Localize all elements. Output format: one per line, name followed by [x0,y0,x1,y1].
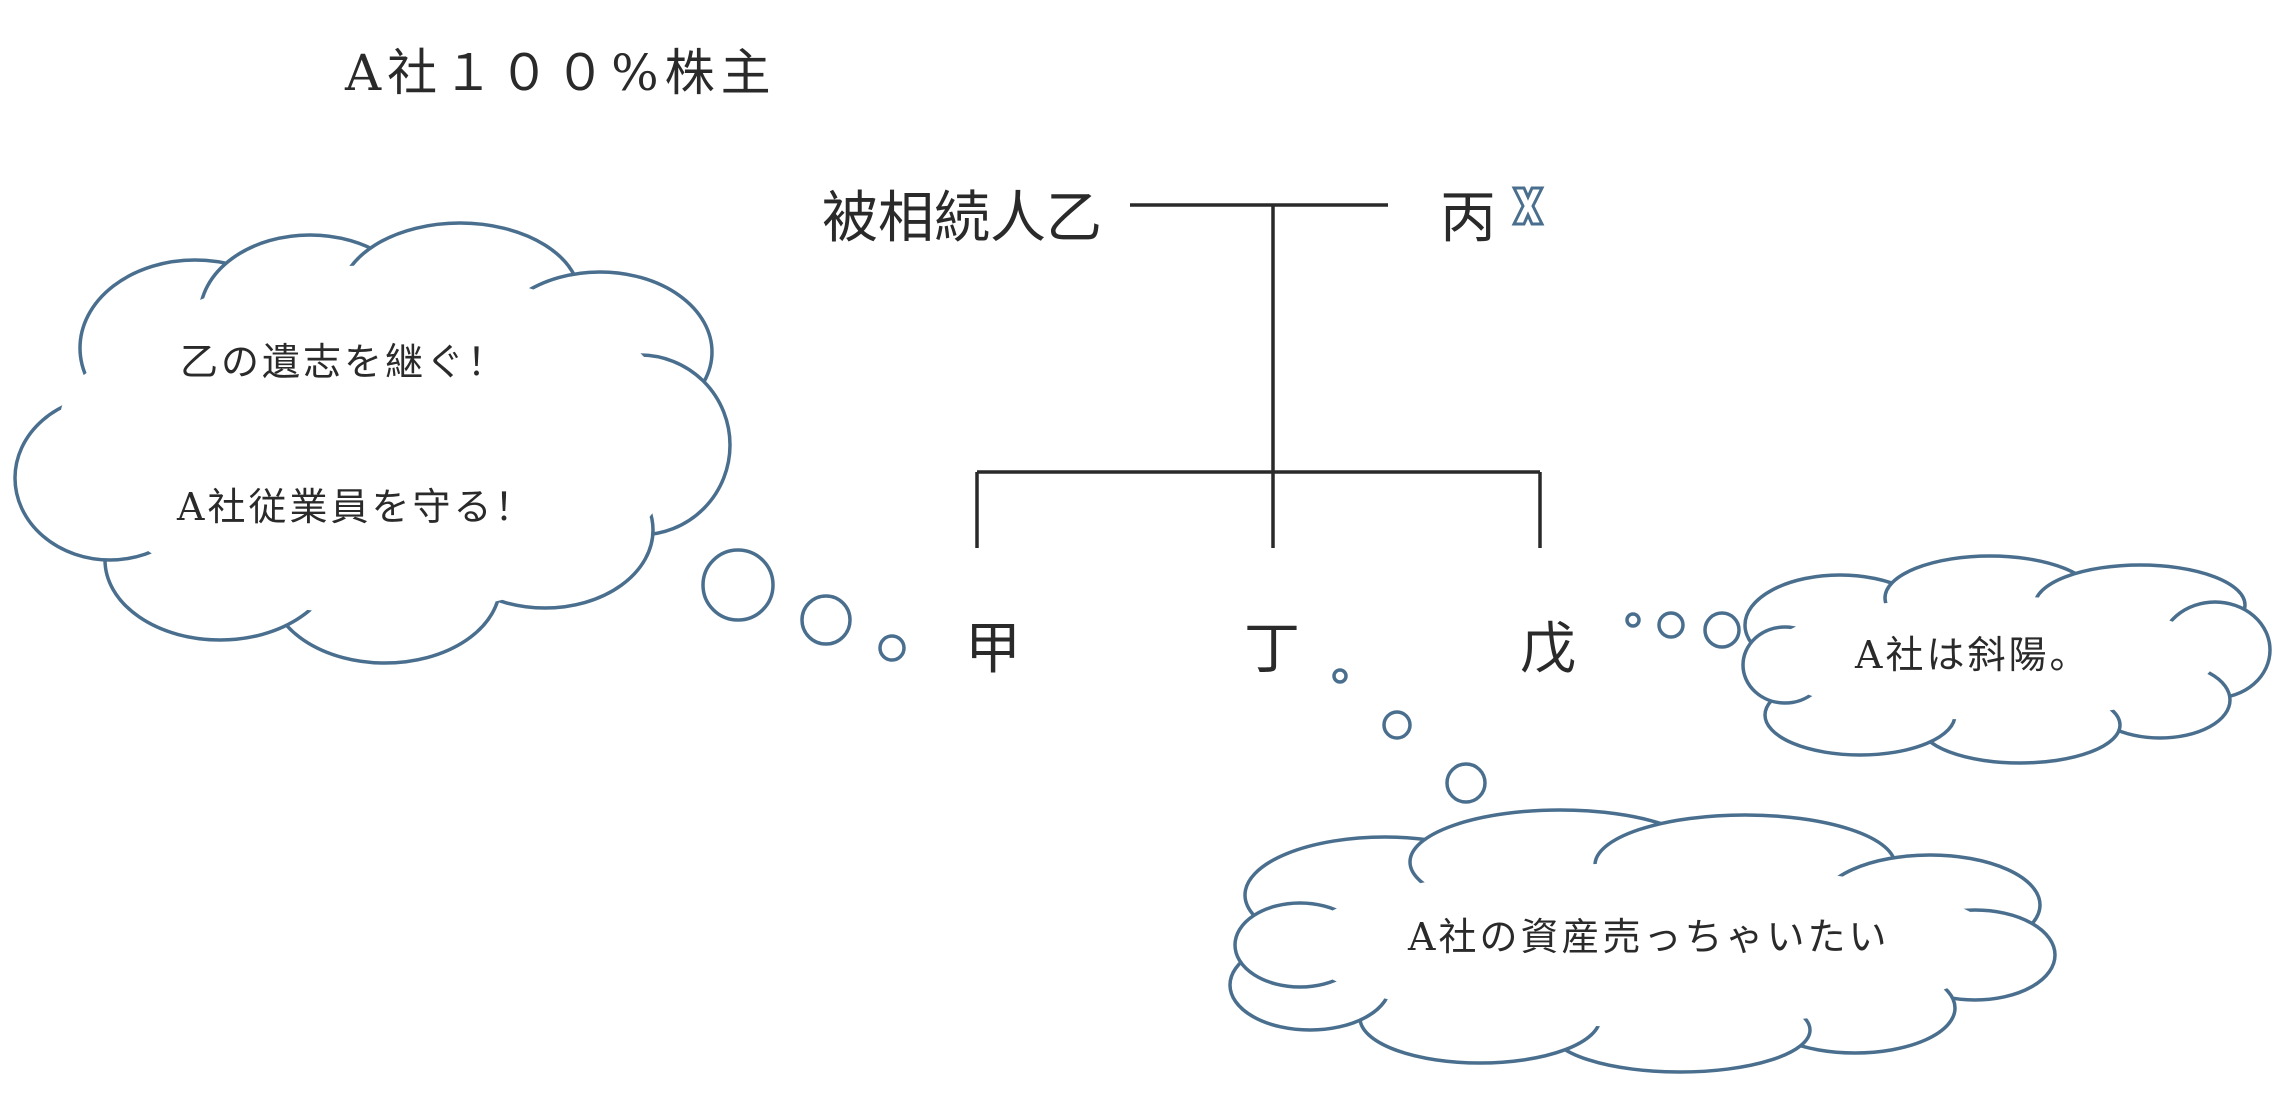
family-tree-lines [975,203,1542,548]
shareholder-title: A社１００%株主 [344,44,777,102]
bubble-tei-line1: A社の資産売っちゃいたい [1407,915,1889,959]
bubble-bo-line1: A社は斜陽。 [1854,633,2090,677]
thought-dots-tei [1332,668,1487,804]
thought-bubble-tei: A社の資産売っちゃいたい [1228,668,2057,1074]
thought-bubble-ko: 乙の遺志を継ぐ！ A社従業員を守る！ [13,221,906,665]
thought-dots-bo [1625,611,1741,649]
bubble-ko-line1: 乙の遺志を継ぐ！ [180,340,508,384]
cloud-shape-ko [13,221,732,665]
person-spouse-hei: 丙 [1440,186,1496,251]
person-child-tei: 丁 [1244,617,1300,682]
person-child-ko: 甲 [965,617,1021,682]
cloud-shape-bo [1741,554,2272,765]
deceased-x-icon [1511,186,1545,226]
person-child-bo: 戊 [1520,617,1576,682]
thought-dots-ko [701,548,906,662]
cloud-shape-tei [1228,808,2057,1074]
thought-bubble-bo: A社は斜陽。 [1625,554,2272,765]
bubble-ko-line2: A社従業員を守る！ [176,485,535,529]
person-deceased-otsu: 被相続人乙 [822,186,1102,251]
